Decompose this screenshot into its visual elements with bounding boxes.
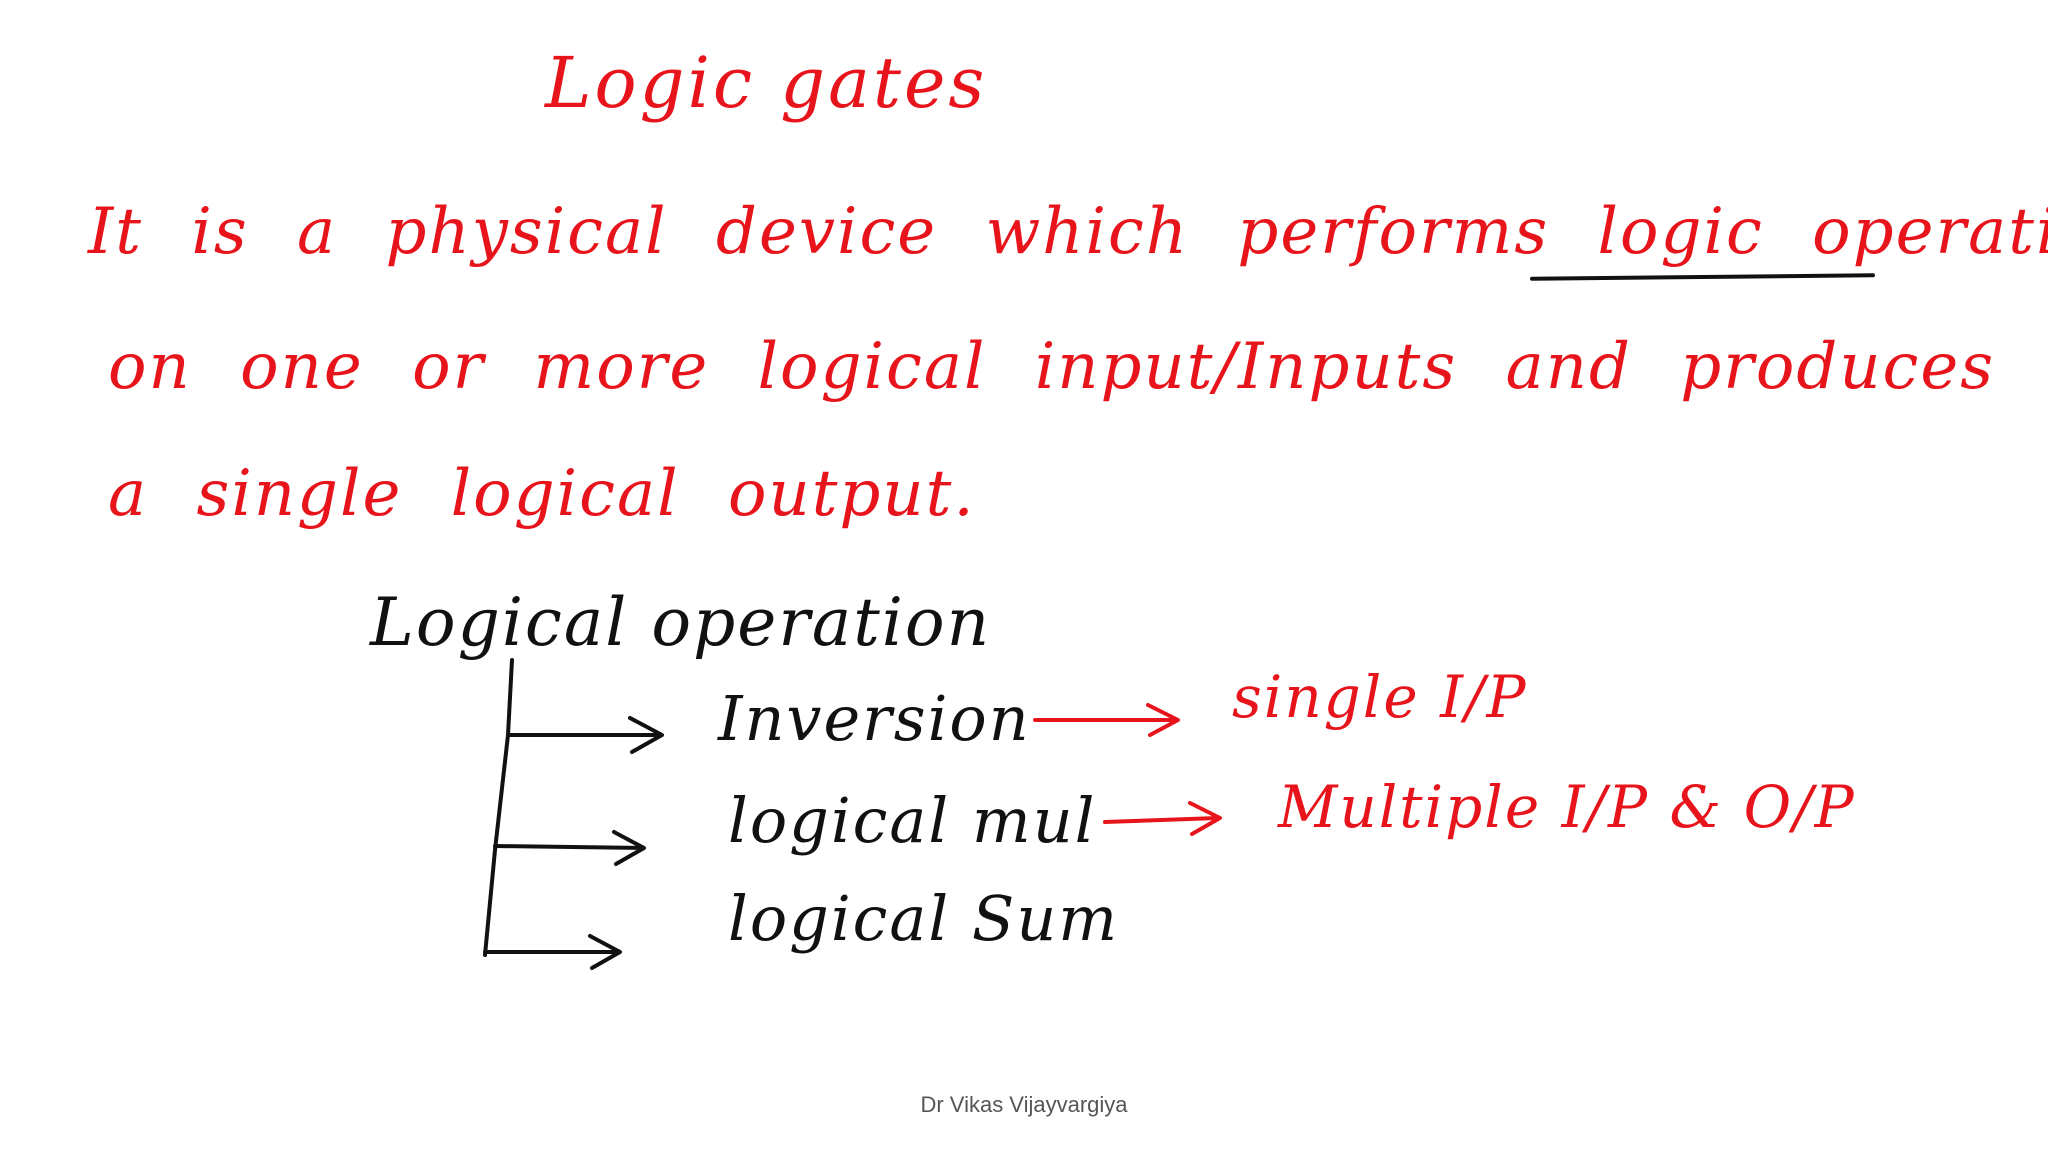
operation-item-logical-sum: logical Sum: [728, 882, 1120, 955]
note-multiple-input-output: Multiple I/P & O/P: [1278, 773, 1856, 841]
page-title: Logic gates: [545, 42, 988, 124]
red-arrow-logical-mul-note: [1103, 801, 1222, 836]
note-single-input: single I/P: [1232, 663, 1528, 731]
author-footer: Dr Vikas Vijayvargiya: [920, 1092, 1128, 1117]
red-arrow-inversion-note: [1033, 703, 1180, 737]
definition-line-2: on one or more logical input/Inputs and …: [108, 330, 1996, 404]
logic-operation-underline: [1529, 273, 1876, 281]
branch-arrow-inversion: [508, 716, 664, 754]
operation-item-inversion: Inversion: [718, 682, 1031, 755]
definition-line-3: a single logical output.: [108, 457, 976, 531]
logical-operation-heading: Logical operation: [370, 584, 992, 661]
branch-arrow-logical-mul: [493, 830, 646, 866]
operation-item-logical-mul: logical mul: [728, 784, 1097, 857]
tree-trunk: [483, 658, 514, 957]
definition-line-1: It is a physical device which performs l…: [88, 195, 2048, 269]
branch-arrow-logical-sum: [483, 934, 622, 970]
